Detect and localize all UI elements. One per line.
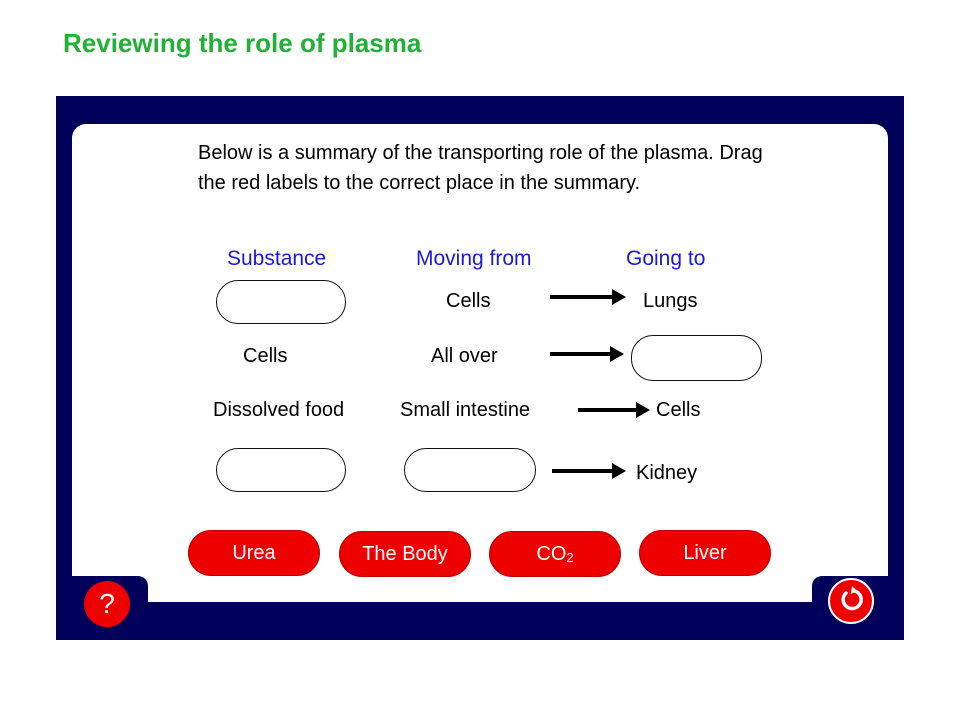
row3-going-to: Cells [656,399,701,421]
header-substance: Substance [227,247,327,270]
instructions-text: Below is a summary of the transporting r… [198,142,763,194]
row4-going-to: Kidney [636,462,698,484]
arrow-right-icon [550,289,626,305]
drop-slot-row4-substance[interactable] [216,448,346,492]
question-mark-icon: ? [99,588,115,619]
drop-slot-row4-moving-from[interactable] [404,448,536,492]
row2-moving-from: All over [431,345,498,367]
row2-substance: Cells [243,345,288,367]
row1-going-to: Lungs [643,290,698,312]
header-moving-from: Moving from [416,247,532,270]
row1-moving-from: Cells [446,290,491,312]
arrow-right-icon [550,346,624,362]
header-going-to: Going to [626,247,706,270]
arrow-right-icon [552,463,626,479]
row3-moving-from: Small intestine [400,399,531,421]
drop-slot-row1-substance[interactable] [216,280,346,324]
undo-icon [836,584,866,619]
row3-substance: Dissolved food [213,399,345,421]
co2-subscript: 2 [566,549,574,565]
arrow-right-icon [578,402,650,418]
drag-label-urea[interactable]: Urea [188,530,320,576]
reset-button[interactable] [828,578,874,624]
help-button[interactable]: ? [84,581,130,627]
page-title: Reviewing the role of plasma [63,28,422,58]
drag-label-the-body[interactable]: The Body [339,531,471,577]
co2-text: CO [536,542,567,565]
drag-label-liver[interactable]: Liver [639,530,771,576]
drop-slot-row2-going-to[interactable] [631,335,762,381]
